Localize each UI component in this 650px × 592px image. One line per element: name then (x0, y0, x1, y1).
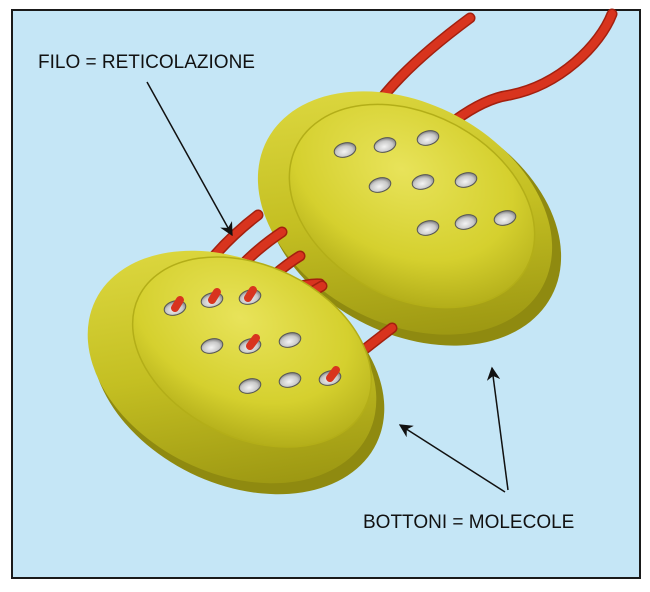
arrow-icon (398, 424, 506, 493)
arrows (146, 81, 509, 493)
buttons-label: BOTTONI = MOLECOLE (363, 512, 574, 533)
thread-label: FILO = RETICOLAZIONE (38, 52, 255, 73)
right-button (257, 91, 562, 346)
arrow-icon (486, 366, 509, 491)
left-button (87, 250, 385, 495)
thread-stubs (171, 286, 340, 382)
right-button-holes (333, 130, 517, 236)
arrow-icon (146, 81, 233, 237)
